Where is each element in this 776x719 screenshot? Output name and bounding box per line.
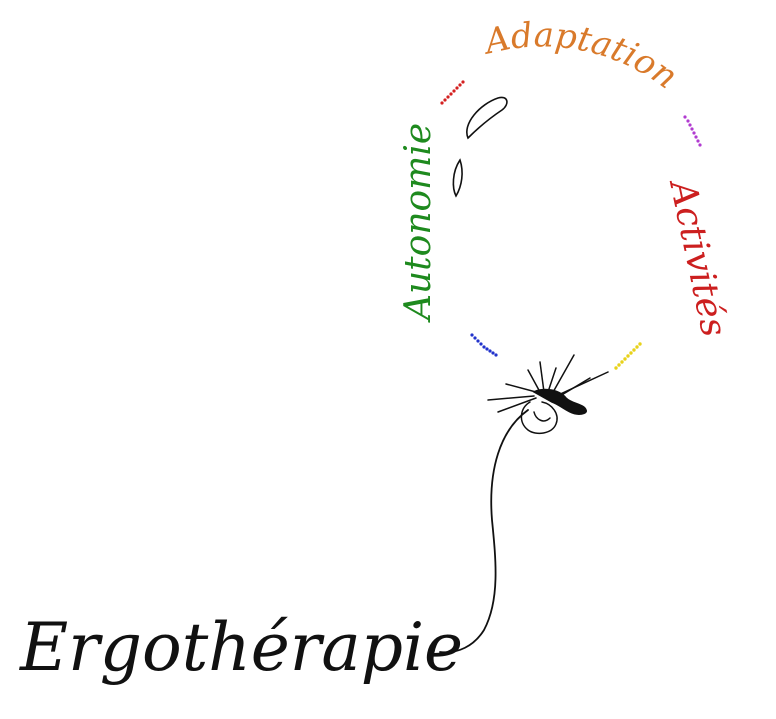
dot-separator-red — [440, 80, 465, 105]
dot-separator-blue — [470, 333, 498, 357]
balloon-highlight-icon — [452, 96, 508, 198]
balloon-string-icon — [439, 409, 529, 654]
dot-separator-magenta — [683, 115, 702, 147]
page-title: Ergothérapie — [19, 609, 463, 686]
balloon-knot-icon — [487, 354, 609, 435]
word-activites: Activités — [661, 174, 735, 340]
word-autonomie: Autonomie — [398, 123, 439, 323]
word-adaptation: Adaptation — [478, 15, 685, 97]
dot-separator-yellow — [614, 342, 642, 370]
